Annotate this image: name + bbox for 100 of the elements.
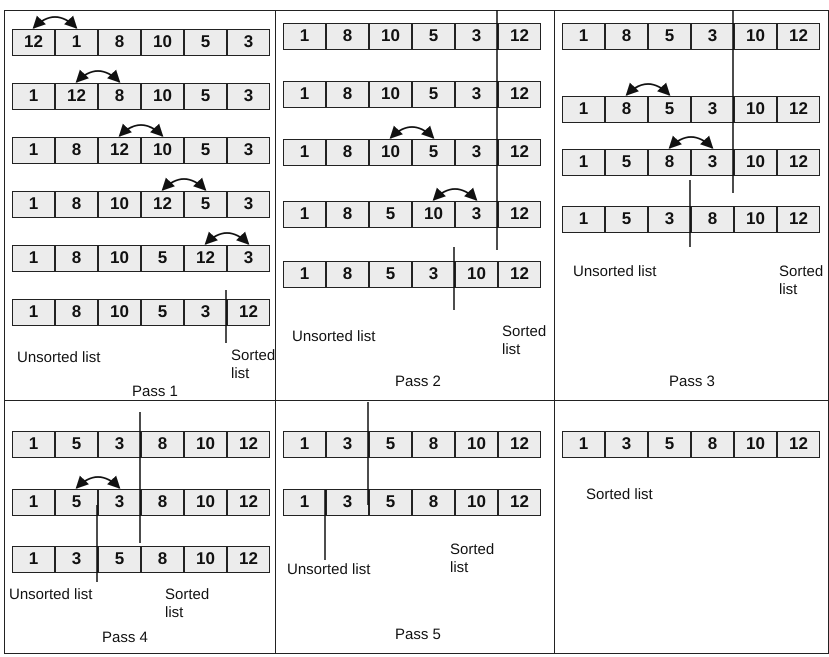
number-cell: 10 <box>141 83 184 110</box>
number-cell: 5 <box>369 489 412 516</box>
number-cell: 10 <box>184 546 227 573</box>
number-cell: 8 <box>648 149 691 176</box>
number-cell: 1 <box>12 489 55 516</box>
number-cell: 10 <box>98 299 141 326</box>
number-cell: 12 <box>55 83 98 110</box>
number-cell: 3 <box>691 23 734 50</box>
number-cell: 1 <box>283 23 326 50</box>
number-cell: 5 <box>412 139 455 166</box>
number-cell: 12 <box>498 201 541 228</box>
number-cell: 3 <box>455 201 498 228</box>
number-cell: 10 <box>98 245 141 272</box>
number-cell: 10 <box>734 431 777 458</box>
number-cell: 3 <box>326 431 369 458</box>
swap-arrow <box>204 232 250 245</box>
number-cell: 12 <box>498 81 541 108</box>
pass-label: Pass 3 <box>669 373 715 391</box>
list-label: Sorted list <box>231 347 276 383</box>
number-cell: 3 <box>227 137 270 164</box>
number-cell: 1 <box>562 149 605 176</box>
number-cell: 1 <box>283 431 326 458</box>
number-cell: 5 <box>605 149 648 176</box>
swap-arrow <box>162 178 206 191</box>
pass-label: Pass 4 <box>102 629 148 647</box>
pass-label: Pass 1 <box>132 383 178 401</box>
number-cell: 5 <box>184 29 227 56</box>
list-label: Sorted list <box>502 323 548 359</box>
pass-label: Pass 2 <box>395 373 441 391</box>
swap-arrow <box>118 124 164 137</box>
number-cell: 5 <box>412 23 455 50</box>
number-cell: 12 <box>227 431 270 458</box>
number-cell: 8 <box>412 489 455 516</box>
swap-arrow <box>76 70 120 83</box>
number-cell: 10 <box>734 23 777 50</box>
number-cell: 10 <box>141 29 184 56</box>
number-cell: 10 <box>369 23 412 50</box>
swap-arrow <box>390 126 434 139</box>
number-cell: 10 <box>369 81 412 108</box>
number-cell: 8 <box>691 206 734 233</box>
number-cell: 5 <box>55 431 98 458</box>
number-cell: 10 <box>141 137 184 164</box>
number-cell: 8 <box>55 191 98 218</box>
number-cell: 8 <box>691 431 734 458</box>
number-cell: 8 <box>412 431 455 458</box>
number-cell: 3 <box>412 261 455 288</box>
number-cell: 3 <box>227 83 270 110</box>
number-cell: 1 <box>283 81 326 108</box>
number-cell: 8 <box>326 81 369 108</box>
number-cell: 12 <box>12 29 55 56</box>
number-cell: 5 <box>184 191 227 218</box>
number-cell: 12 <box>777 23 820 50</box>
number-cell: 5 <box>369 201 412 228</box>
number-cell: 5 <box>648 23 691 50</box>
number-cell: 3 <box>184 299 227 326</box>
number-cell: 1 <box>562 206 605 233</box>
pass-panel <box>554 400 829 654</box>
number-cell: 8 <box>141 431 184 458</box>
list-label: Unsorted list <box>573 263 656 281</box>
number-cell: 8 <box>98 83 141 110</box>
number-cell: 1 <box>562 96 605 123</box>
number-cell: 12 <box>777 149 820 176</box>
number-cell: 10 <box>734 96 777 123</box>
number-cell: 5 <box>369 431 412 458</box>
pass-label: Pass 5 <box>395 626 441 644</box>
number-cell: 1 <box>12 137 55 164</box>
number-cell: 5 <box>648 431 691 458</box>
number-cell: 1 <box>12 431 55 458</box>
number-cell: 12 <box>141 191 184 218</box>
number-cell: 3 <box>455 139 498 166</box>
swap-arrow <box>76 476 120 489</box>
number-cell: 10 <box>412 201 455 228</box>
number-cell: 12 <box>777 206 820 233</box>
number-cell: 3 <box>227 29 270 56</box>
swap-arrow <box>432 188 478 201</box>
number-cell: 8 <box>605 23 648 50</box>
list-label: Unsorted list <box>292 328 376 346</box>
number-cell: 1 <box>12 245 55 272</box>
number-cell: 1 <box>283 261 326 288</box>
number-cell: 10 <box>98 191 141 218</box>
number-cell: 10 <box>734 206 777 233</box>
number-cell: 3 <box>227 191 270 218</box>
pass-panel <box>4 10 277 402</box>
number-cell: 12 <box>227 299 270 326</box>
pass-panel <box>554 10 829 402</box>
number-cell: 1 <box>283 201 326 228</box>
number-cell: 10 <box>455 489 498 516</box>
number-cell: 5 <box>184 83 227 110</box>
number-cell: 12 <box>98 137 141 164</box>
pass-panel <box>275 400 556 654</box>
swap-arrow <box>32 16 78 29</box>
number-cell: 5 <box>412 81 455 108</box>
number-cell: 3 <box>455 81 498 108</box>
number-cell: 5 <box>648 96 691 123</box>
number-cell: 8 <box>326 261 369 288</box>
swap-arrow <box>626 82 670 96</box>
number-cell: 8 <box>55 299 98 326</box>
list-label: Sorted list <box>165 586 210 622</box>
number-cell: 12 <box>498 489 541 516</box>
number-cell: 8 <box>326 139 369 166</box>
